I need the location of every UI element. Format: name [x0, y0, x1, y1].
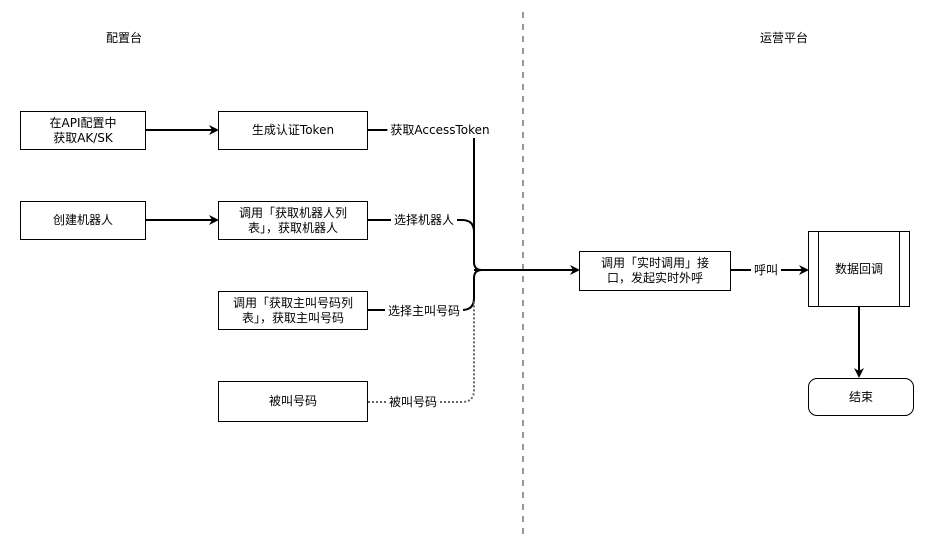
node-gen-token-label: 生成认证Token — [251, 123, 335, 137]
lane-title-config: 配置台 — [105, 31, 143, 45]
edge-robotlist-to-merge — [368, 219, 475, 233]
node-api-config[interactable]: 在API配置中 获取AK/SK — [20, 111, 146, 150]
node-get-robot-list-line2: 表」，获取机器人 — [247, 220, 338, 235]
edge-label-call: 呼叫 — [750, 262, 782, 278]
node-api-config-line1: 在API配置中 — [49, 115, 117, 130]
edge-token-to-merge — [368, 129, 483, 271]
node-realtime-call[interactable]: 调用「实时调用」接 口，发起实时外呼 — [579, 251, 731, 291]
node-gen-token[interactable]: 生成认证Token — [218, 111, 368, 150]
node-data-callback-label: 数据回调 — [834, 261, 883, 276]
lane-title-ops: 运营平台 — [759, 31, 809, 45]
edge-label-select-robot: 选择机器人 — [390, 212, 458, 228]
node-end[interactable]: 结束 — [808, 378, 914, 416]
node-get-caller-list-line1: 调用「获取主叫号码列 — [232, 295, 353, 310]
node-end-label: 结束 — [848, 389, 873, 404]
node-create-robot[interactable]: 创建机器人 — [20, 201, 146, 240]
node-create-robot-label: 创建机器人 — [52, 213, 113, 227]
node-realtime-call-line2: 口，发起实时外呼 — [606, 271, 703, 285]
node-get-caller-list[interactable]: 调用「获取主叫号码列 表」，获取主叫号码 — [218, 291, 368, 330]
node-data-callback[interactable]: 数据回调 — [808, 231, 910, 307]
edge-label-callee: 被叫号码 — [385, 394, 441, 410]
edge-callee-to-merge — [368, 300, 475, 403]
node-get-caller-list-line2: 表」，获取主叫号码 — [241, 310, 344, 325]
node-realtime-call-line1: 调用「实时调用」接 — [600, 256, 709, 270]
node-api-config-line2: 获取AK/SK — [53, 130, 113, 145]
node-get-robot-list[interactable]: 调用「获取机器人列 表」，获取机器人 — [218, 201, 368, 240]
node-callee-number[interactable]: 被叫号码 — [218, 381, 368, 422]
edge-label-select-caller: 选择主叫号码 — [384, 303, 464, 319]
node-get-robot-list-line1: 调用「获取机器人列 — [238, 205, 347, 220]
edge-label-access-token: 获取AccessToken — [387, 122, 493, 138]
node-callee-number-label: 被叫号码 — [268, 394, 317, 408]
